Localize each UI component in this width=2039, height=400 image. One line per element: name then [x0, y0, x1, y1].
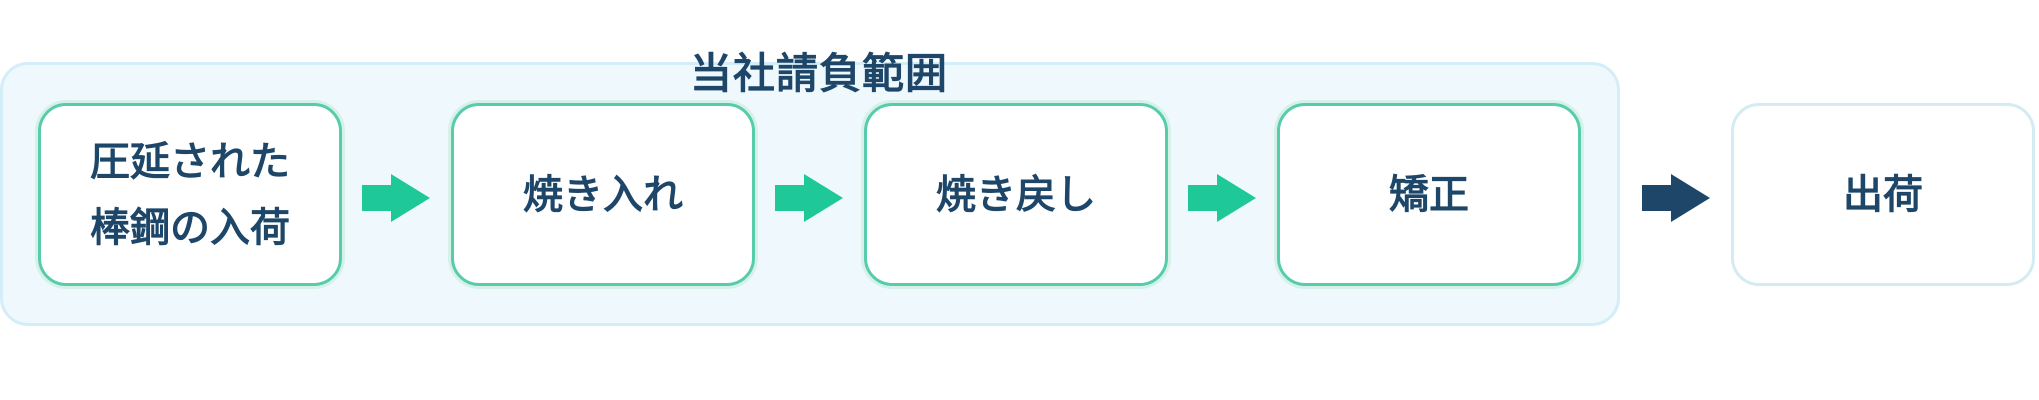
- step-label: 矯正: [1389, 171, 1469, 218]
- right-arrow-icon: [775, 174, 843, 222]
- step-quenching: 焼き入れ: [451, 103, 755, 286]
- step-label: 出荷: [1843, 171, 1923, 218]
- step-label: 焼き戻し: [936, 171, 1096, 218]
- right-arrow-icon: [362, 174, 430, 222]
- right-arrow-icon: [1642, 174, 1710, 222]
- right-arrow-icon: [1188, 174, 1256, 222]
- contract-scope-title: 当社請負範囲: [690, 49, 949, 98]
- step-receiving-rolled-bar: 圧延された 棒鋼の入荷: [38, 103, 342, 286]
- step-shipping: 出荷: [1731, 103, 2035, 286]
- step-label: 焼き入れ: [523, 171, 683, 218]
- step-straightening: 矯正: [1277, 103, 1581, 286]
- step-tempering: 焼き戻し: [864, 103, 1168, 286]
- step-label: 圧延された 棒鋼の入荷: [90, 138, 290, 251]
